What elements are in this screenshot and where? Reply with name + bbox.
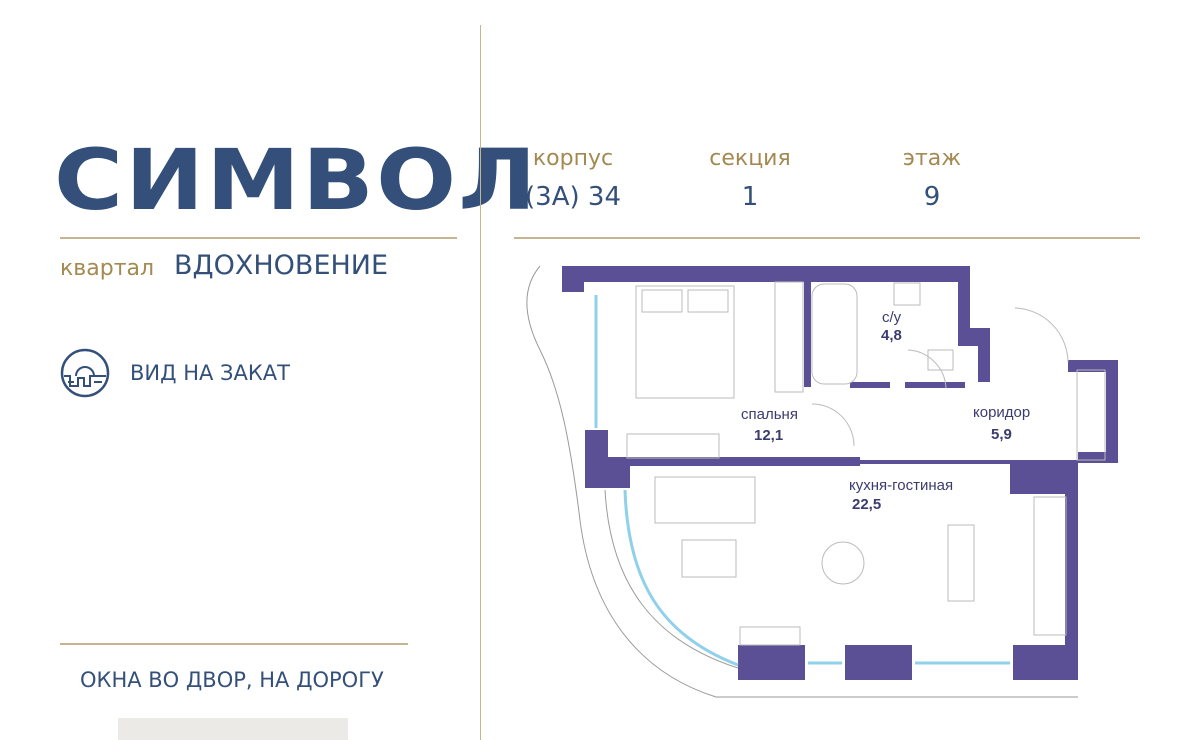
- floor-value: 9: [923, 182, 941, 212]
- windows: [594, 295, 1010, 667]
- section-value: 1: [741, 182, 759, 212]
- divider: [60, 643, 408, 645]
- room-name: коридор: [973, 404, 1030, 421]
- room-name: спальня: [741, 406, 798, 423]
- windows-text: ОКНА ВО ДВОР, НА ДОРОГУ: [80, 668, 384, 692]
- building-value: (3А) 34: [525, 182, 621, 212]
- room-area: 22,5: [852, 496, 881, 513]
- location-map[interactable]: [118, 718, 348, 740]
- district-name: ВДОХНОВЕНИЕ: [174, 250, 389, 281]
- room-name: с/у: [882, 309, 902, 326]
- divider: [60, 237, 457, 239]
- building-label: корпус: [532, 146, 614, 171]
- floor-label: этаж: [902, 146, 962, 171]
- vertical-divider: [480, 25, 481, 740]
- view-text: ВИД НА ЗАКАТ: [130, 361, 290, 385]
- sunset-view-icon: [60, 348, 110, 398]
- section-label: секция: [709, 146, 791, 171]
- walls: [562, 266, 1118, 680]
- room-name: кухня-гостиная: [849, 477, 953, 494]
- room-area: 12,1: [754, 427, 783, 444]
- district-label: квартал: [60, 256, 155, 281]
- room-area: 4,8: [881, 327, 902, 344]
- furniture: [626, 281, 1106, 646]
- divider: [514, 237, 1140, 239]
- logo: СИМВОЛ: [54, 131, 539, 229]
- room-area: 5,9: [991, 426, 1012, 443]
- balcony-outline: [526, 265, 1078, 698]
